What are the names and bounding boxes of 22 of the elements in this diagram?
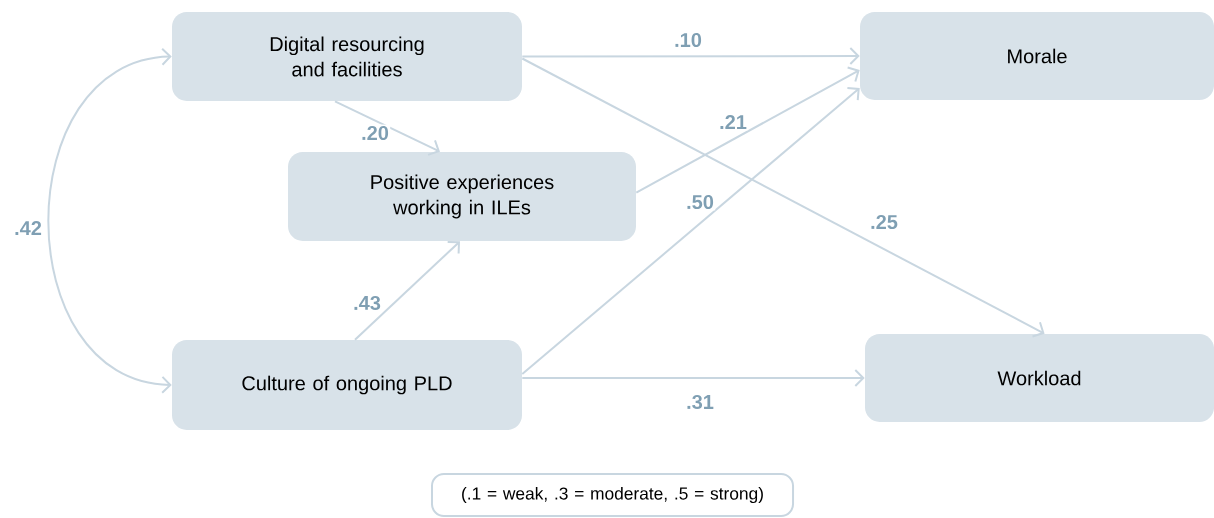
factor-box: Digital resourcing and facilities (172, 11, 522, 102)
factor-box: Workload (864, 334, 1214, 422)
factor-box: Culture of ongoing PLD (172, 340, 522, 430)
edge-label: .20 (359, 124, 391, 142)
edge-label: .21 (717, 113, 749, 131)
arrow (521, 369, 865, 387)
edge-label: .10 (672, 31, 704, 49)
arrow (521, 57, 1045, 338)
arrow (635, 66, 860, 194)
edge-label: .25 (868, 213, 900, 231)
factor-box: Positive experiences working in ILEs (288, 151, 636, 242)
edge-label: .31 (684, 393, 716, 411)
edge-label: .43 (351, 294, 383, 312)
edge-label: .42 (12, 219, 44, 237)
arrow (47, 47, 172, 394)
arrow (334, 100, 440, 156)
factor-box: Morale (860, 12, 1214, 100)
arrow (521, 47, 860, 65)
arrow (354, 240, 460, 341)
arrow (521, 87, 860, 376)
scale-note: (.1 = weak, .3 = moderate, .5 = strong) (430, 473, 795, 517)
edge-label: .50 (684, 193, 716, 211)
